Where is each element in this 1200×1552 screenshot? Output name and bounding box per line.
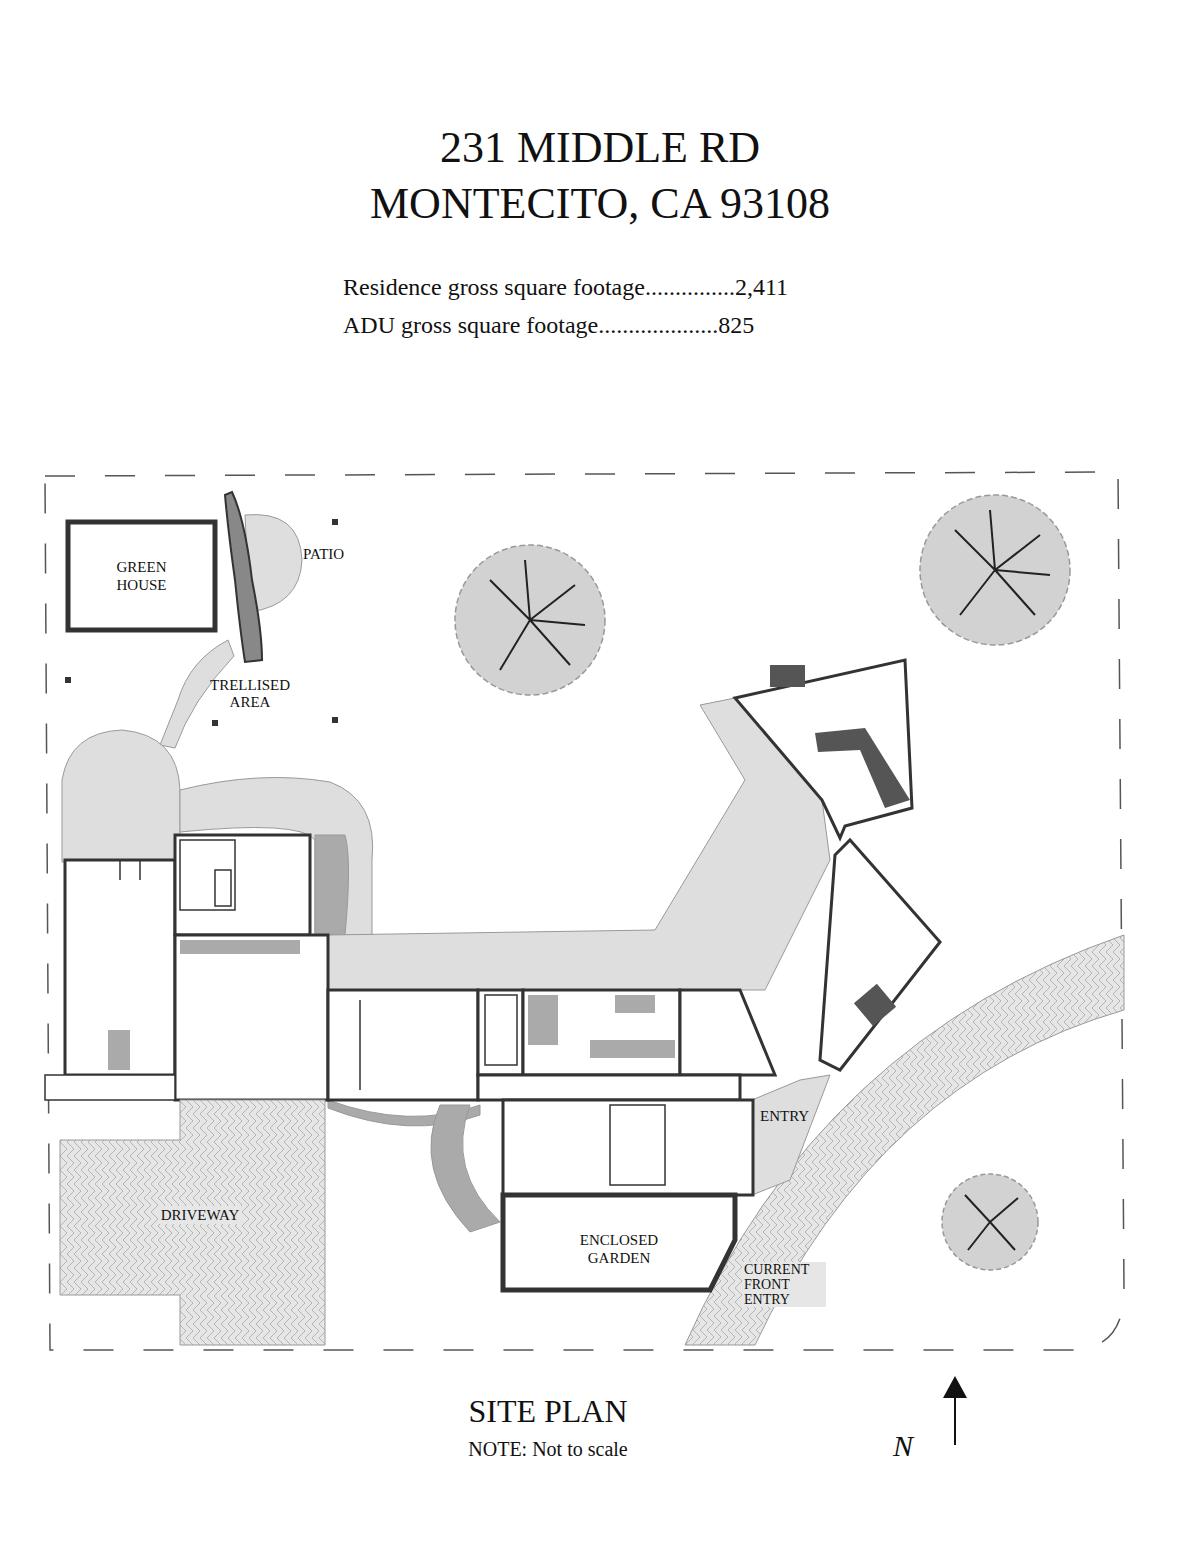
area-note-box: Residence gross square footage..........…	[343, 273, 788, 301]
enclosed-garden: ENCLOSED GARDEN	[503, 1195, 735, 1290]
scale-note-box: NOTE: Not to scale	[398, 1438, 698, 1461]
plan-rect	[108, 1030, 130, 1070]
plan-rect	[770, 665, 805, 687]
plan-path	[315, 835, 349, 935]
scale-note: NOTE: Not to scale	[468, 1438, 627, 1461]
plan-path	[965, 1195, 1018, 1250]
plan-path	[680, 990, 775, 1075]
plan-rect	[478, 990, 523, 1075]
area-label-box: TRELLISED AREA	[200, 677, 300, 711]
plan-rect	[175, 835, 310, 935]
north-letter: N	[893, 1428, 913, 1463]
plan-rect	[610, 1105, 665, 1185]
room-label: ENCLOSED GARDEN	[564, 1231, 674, 1267]
plan-rect	[180, 940, 300, 954]
paving	[62, 515, 830, 1232]
plan-rect	[523, 990, 680, 1075]
plan-rect	[68, 522, 215, 630]
plan-path	[943, 1376, 967, 1398]
plan-path	[62, 730, 180, 862]
trees	[455, 495, 1070, 1270]
area-label-box: ENTRY	[758, 1107, 811, 1125]
plan-rect	[478, 1075, 740, 1100]
room-label: DRIVEWAY	[158, 1206, 243, 1224]
plan-circle	[455, 545, 605, 695]
plan-rect	[485, 995, 517, 1065]
plan-rect	[65, 860, 175, 1075]
area-label-box: PATIO	[303, 545, 344, 563]
area-label: TRELLISED AREA	[205, 677, 295, 711]
area-label: CURRENT FRONT ENTRY	[742, 1262, 826, 1307]
plan-path	[955, 510, 1050, 615]
area-note: Residence gross square footage..........…	[343, 273, 788, 301]
plan-rect	[528, 995, 558, 1045]
plan-path	[820, 840, 940, 1070]
plan-caption: SITE PLAN	[468, 1393, 627, 1430]
area-label: ENTRY	[758, 1108, 811, 1125]
north-arrow	[943, 1376, 967, 1445]
plan-title-box: 231 MIDDLE RD MONTECITO, CA 93108	[300, 120, 900, 232]
node-text-group: GREEN HOUSE	[104, 558, 179, 594]
room-label: GREEN HOUSE	[104, 558, 179, 594]
north-letter-box: N	[893, 1428, 913, 1463]
plan-path	[120, 860, 360, 1090]
plan-path	[490, 560, 585, 670]
plan-line	[954, 1395, 956, 1445]
plan-rect	[615, 995, 655, 1013]
plan-rect	[332, 519, 338, 525]
plan-rect	[175, 935, 328, 1100]
driveway-area: DRIVEWAY	[60, 1100, 325, 1345]
plan-rect	[65, 677, 71, 683]
greenhouse-box: GREEN HOUSE	[72, 526, 211, 626]
area-note-box: ADU gross square footage................…	[343, 311, 754, 339]
buildings	[45, 660, 940, 1195]
node-text-group: DRIVEWAY	[68, 1206, 333, 1224]
area-note: ADU gross square footage................…	[343, 311, 754, 339]
node-text-group: ENCLOSED GARDEN	[503, 1231, 735, 1267]
plan-rect	[332, 717, 338, 723]
plan-path	[328, 698, 830, 990]
plan-rect	[590, 1040, 675, 1058]
plan-path	[735, 660, 912, 838]
plan-rect	[854, 984, 896, 1026]
area-label-box: CURRENT FRONT ENTRY	[742, 1262, 826, 1308]
plan-rect	[45, 1075, 175, 1100]
plan-rect	[180, 840, 235, 910]
driveway-area-shape	[60, 1100, 325, 1345]
plan-path	[45, 472, 1124, 1350]
area-label: PATIO	[303, 546, 344, 563]
plan-path	[225, 492, 262, 662]
plan-path	[431, 1105, 500, 1232]
plan-rect	[212, 720, 218, 726]
plan-path	[160, 640, 234, 748]
plan-caption-box: SITE PLAN	[398, 1393, 698, 1430]
plan-rect	[72, 526, 211, 626]
plan-title: 231 MIDDLE RD MONTECITO, CA 93108	[340, 120, 860, 232]
enclosed-garden-shape	[503, 1195, 735, 1290]
plan-path	[752, 1075, 830, 1195]
plan-rect	[503, 1100, 753, 1195]
plan-path	[815, 728, 910, 808]
plan-circle	[942, 1174, 1038, 1270]
plan-rect	[215, 870, 231, 906]
greenhouse-trellis	[65, 492, 338, 726]
plan-rect	[328, 990, 478, 1100]
property-boundary	[45, 472, 1124, 1350]
plan-circle	[920, 495, 1070, 645]
